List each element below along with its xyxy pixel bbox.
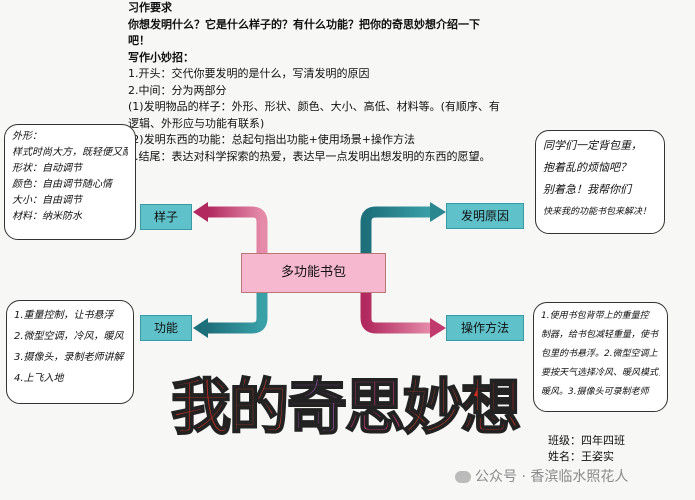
appearance-note: 样式时尚大方，既轻便又耐用	[12, 147, 128, 158]
arrow-to-operation	[360, 293, 430, 334]
name-info: 姓名：王姿实	[548, 450, 614, 463]
function-note: 1.重量控制，让书悬浮	[14, 310, 114, 321]
main-title: 我的奇思妙想	[160, 368, 530, 448]
title-char: 的	[228, 372, 290, 444]
tip-2a-1: (1)发明物品的样子：外形、形状、颜色、大小、高低、材料等。(有顺序、有	[128, 100, 500, 113]
class-info: 班级：四年四班	[548, 434, 625, 447]
title-char: 想	[460, 372, 522, 444]
tips-heading: 写作小妙招：	[128, 50, 194, 64]
reason-notes: 同学们一定背包重， 抱着乱的烦恼吧？ 别着急！我帮你们 快来我的功能书包来解决！	[535, 130, 665, 234]
appearance-notes: 外形： 样式时尚大方，既轻便又耐用 形状：自动调节 颜色：自由调节随心情 大小：…	[4, 124, 136, 240]
arrow-to-appearance	[208, 206, 268, 253]
node-function-label: 功能	[153, 321, 178, 335]
student-info: 班级：四年四班 姓名：王姿实	[548, 433, 625, 465]
tip-2a-2: 逻辑、外形应与功能有联系)	[128, 116, 265, 130]
tip-2: 2.中间：分为两部分	[128, 83, 227, 97]
appearance-note: 外形：	[12, 131, 42, 142]
tip-2b: (2)发明东西的功能：总起句指出功能+使用场景+操作方法	[128, 133, 416, 146]
operation-notes: 1.使用书包背带上的重量控 制器，给书包减轻重量，使书 包里的书悬浮。2.微型空…	[533, 302, 668, 412]
operation-note: 要按天气选择冷风、暖风模式，就能	[541, 368, 660, 378]
node-operation: 操作方法	[446, 315, 524, 341]
reason-note: 快来我的功能书包来解决！	[543, 207, 652, 217]
appearance-note: 颜色：自由调节随心情	[12, 179, 112, 190]
appearance-note: 形状：自动调节	[12, 163, 82, 174]
reason-note: 同学们一定背包重，	[543, 139, 642, 152]
watermark-text: 公众号 · 香滨临水照花人	[475, 469, 629, 485]
node-appearance-label: 样子	[153, 210, 178, 224]
instructions-question-2: 吧！	[128, 34, 150, 47]
center-label: 多功能书包	[280, 265, 346, 280]
node-reason-label: 发明原因	[460, 209, 509, 223]
appearance-note: 大小：自由调节	[12, 195, 82, 206]
operation-note: 暖风。3.摄像头可录制老师	[541, 387, 649, 397]
instructions-question-1: 你想发明什么？它是什么样子的？有什么功能？把你的奇思妙想介绍一下	[128, 17, 480, 31]
tip-3: 3.结尾：表达对科学探索的热爱，表达早一点发明出想发明的东西的愿望。	[128, 149, 491, 163]
title-char: 我	[170, 372, 232, 444]
node-function: 功能	[140, 315, 192, 341]
arrow-to-reason	[360, 206, 430, 253]
function-note: 2.微型空调，冷风，暖风	[14, 331, 124, 342]
watermark: 公众号 · 香滨临水照花人	[455, 466, 628, 486]
arrow-to-function	[208, 293, 268, 334]
node-operation-label: 操作方法	[460, 321, 509, 335]
node-reason: 发明原因	[446, 203, 524, 229]
writing-instructions: 习作要求 你想发明什么？它是什么样子的？有什么功能？把你的奇思妙想介绍一下 吧！…	[128, 0, 548, 165]
operation-note: 1.使用书包背带上的重量控	[541, 311, 649, 321]
reason-note: 别着急！我帮你们	[543, 183, 631, 196]
operation-note: 包里的书悬浮。2.微型空调上	[541, 349, 658, 359]
center-node: 多功能书包	[241, 253, 386, 293]
title-char: 思	[344, 372, 406, 444]
function-notes: 1.重量控制，让书悬浮 2.微型空调，冷风，暖风 3.摄像头，录制老师讲解 4.…	[6, 300, 134, 404]
function-note: 3.摄像头，录制老师讲解	[14, 352, 124, 363]
title-char: 妙	[402, 372, 464, 444]
tip-1: 1.开头：交代你要发明的是什么，写清发明的原因	[128, 67, 370, 80]
appearance-note: 材料：纳米防水	[12, 211, 82, 222]
title-char: 奇	[286, 372, 348, 444]
instructions-heading: 习作要求	[128, 1, 172, 14]
wechat-icon	[455, 471, 471, 483]
operation-note: 制器，给书包减轻重量，使书	[541, 330, 659, 340]
function-note: 4.上飞入地	[14, 373, 64, 384]
node-appearance: 样子	[140, 204, 192, 230]
reason-note: 抱着乱的烦恼吧？	[543, 161, 631, 174]
